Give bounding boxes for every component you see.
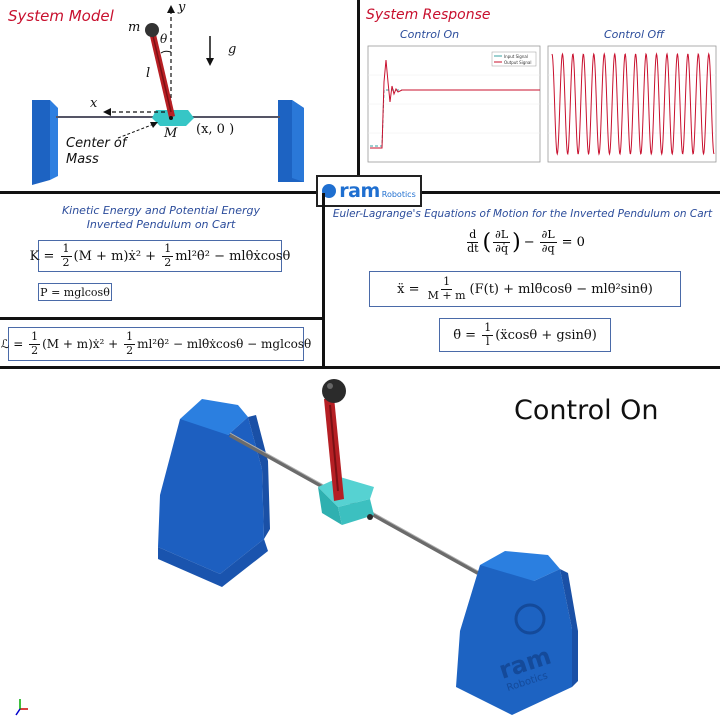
left-support-face [50,100,58,180]
energy-panel: Kinetic Energy and Potential Energy Inve… [0,194,322,318]
right-base-side [560,569,578,687]
control-on-output-series [370,59,540,149]
system-model-diagram [32,5,304,185]
potential-energy-equation: P = mglcosθ [38,283,112,301]
right-base-front [456,565,572,715]
label-y: y [178,0,186,15]
x-axis-arrow [103,108,111,116]
pendulum-bob [145,23,159,37]
energy-title-line2: Inverted Pendulum on Cart [86,218,236,231]
left-base-side [248,415,270,539]
scene-3d: ram Robotics [15,379,578,716]
label-center-of: Center of [66,136,127,151]
right-base-logo-icon [514,603,546,635]
energy-title-line1: Kinetic Energy and Potential Energy [61,204,261,217]
right-support-face [292,100,304,182]
system-model-title: System Model [8,7,114,25]
label-coord: (x, 0 ) [196,122,235,137]
label-theta: θ [160,32,168,46]
control-on-grid [368,74,540,134]
system-response-panel: System Response Control On Control Off I… [360,0,720,190]
label-x: x [90,96,98,111]
control-on-legend [491,51,537,67]
control-off-plot [547,45,717,163]
scene-control-label: Control On [514,395,659,426]
com-pointer [117,123,155,139]
label-m: m [128,20,141,35]
left-support [32,100,50,185]
left-base-front [158,417,264,574]
pendulum-rod-slot [152,35,172,113]
logo-wave-icon [322,184,337,198]
control-off-output-series [551,52,715,156]
left-base-foot [158,539,268,587]
control-on-plot: Input Signal Output Signal [367,45,541,163]
scene-cart-front [318,487,342,525]
divider-middle-left [0,317,324,320]
system-response-title: System Response [366,7,491,23]
scene-pendulum-bob [322,379,346,403]
gravity-arrowhead [206,58,214,66]
control-off-label: Control Off [604,28,665,41]
euler-title: Euler-Lagrange's Equations of Motion for… [332,208,713,220]
scene-panel: Control On ram Robotic [0,369,720,720]
scene-cart-bolt [367,514,373,520]
logo-name: ram [339,180,380,202]
y-axis-arrow [167,5,175,13]
theta-arc [160,50,172,54]
system-model-panel: System Model [0,0,358,190]
divider-top-vertical [357,0,360,192]
euler-panel: Euler-Lagrange's Equations of Motion for… [325,194,720,366]
logo-sub: Robotics [381,189,416,199]
legend-output: Output Signal [504,60,531,65]
label-l: l [146,66,151,81]
label-M: M [164,126,178,141]
pivot-point [169,116,173,120]
axis-triad-icon [15,699,28,716]
divider-bottom-horizontal [0,366,720,369]
scene-cart-side [338,499,374,525]
com-arrowhead [150,122,158,128]
label-g: g [228,42,237,57]
control-on-label: Control On [400,28,460,41]
logo-badge: ram Robotics [316,175,422,207]
label-mass: Mass [66,152,99,167]
divider-middle-vertical [322,193,325,367]
scene-cart-top [318,477,374,507]
legend-input: Input Signal [504,54,528,59]
